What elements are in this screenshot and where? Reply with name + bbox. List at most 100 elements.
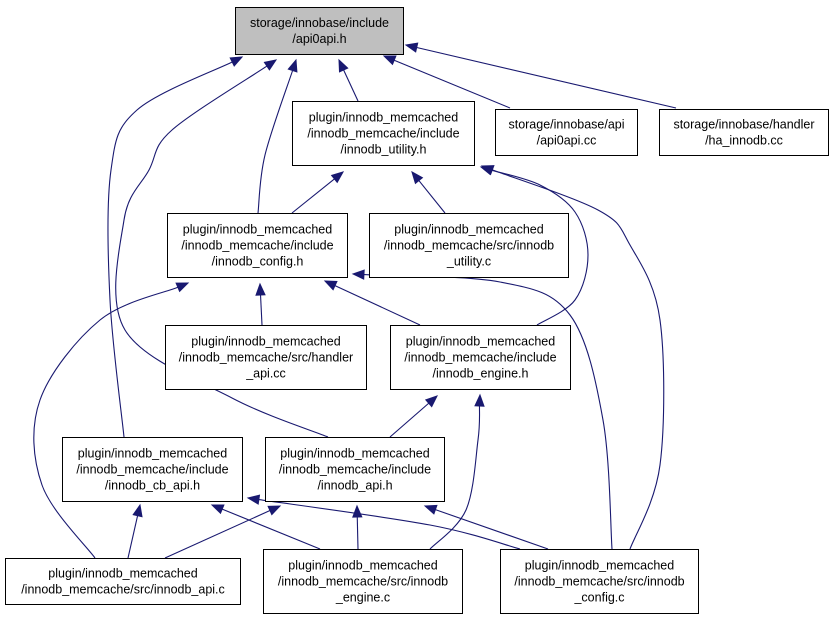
- edge-line: [127, 515, 139, 559]
- edge-line: [343, 69, 359, 102]
- node-label-line: /innodb_engine.h: [433, 367, 529, 381]
- node-label-line: /innodb_memcache/include: [181, 239, 333, 253]
- edge-innodb_api_h-to-api0api_h: [115, 59, 329, 438]
- node-box[interactable]: [495, 109, 638, 156]
- edge-line: [164, 510, 271, 559]
- node-box[interactable]: [369, 213, 569, 278]
- edge-innodb_config_c-to-innodb_utility_h: [480, 165, 665, 550]
- edge-line: [356, 516, 359, 550]
- arrowhead-icon: [267, 505, 282, 516]
- edge-innodb_engine_c-to-innodb_api_h: [352, 504, 363, 550]
- arrowhead-icon: [287, 58, 298, 73]
- node-innodb-cb-api-h[interactable]: plugin/innodb_memcached/innodb_memcache/…: [62, 437, 243, 502]
- edge-innodb_utility_c-to-innodb_utility_h: [411, 170, 446, 214]
- node-box[interactable]: [265, 437, 445, 502]
- node-label-line: storage/innobase/api: [508, 118, 624, 132]
- node-label-line: /api0api.h: [292, 32, 346, 46]
- node-innodb-utility-c[interactable]: plugin/innodb_memcached/innodb_memcache/…: [369, 213, 569, 278]
- edge-innodb_cb_api_h-to-api0api_h: [107, 56, 244, 438]
- node-label-line: _utility.c: [446, 255, 491, 269]
- edges-layer: [33, 42, 677, 559]
- edge-innodb_engine_c-to-innodb_cb_api_h: [210, 504, 321, 550]
- node-label-line: /innodb_utility.h: [341, 143, 427, 157]
- edge-innodb_api_c-to-innodb_api_h: [164, 505, 282, 559]
- edge-innodb_api_c-to-innodb_cb_api_h: [127, 503, 143, 559]
- node-box[interactable]: [292, 101, 475, 166]
- edge-innodb_api_c-to-innodb_config_h: [33, 282, 190, 559]
- node-label-line: storage/innobase/include: [250, 16, 389, 30]
- node-innodb-api-h[interactable]: plugin/innodb_memcached/innodb_memcache/…: [265, 437, 445, 502]
- arrowhead-icon: [330, 171, 345, 184]
- node-label-line: _api.cc: [245, 367, 286, 381]
- node-label-line: storage/innobase/handler: [673, 118, 814, 132]
- node-api0api-h[interactable]: storage/innobase/include/api0api.h: [235, 7, 404, 55]
- node-label-line: /innodb_memcache/include: [404, 351, 556, 365]
- node-innodb-engine-h[interactable]: plugin/innodb_memcached/innodb_memcache/…: [390, 325, 571, 390]
- edge-ha_innodb_cc-to-api0api_h: [404, 42, 677, 109]
- node-label-line: _engine.c: [335, 591, 390, 605]
- edge-line: [389, 402, 430, 438]
- edge-line: [334, 285, 421, 326]
- node-label-line: /innodb_memcache/src/innodb_api.c: [21, 583, 225, 597]
- node-innodb-utility-h[interactable]: plugin/innodb_memcached/innodb_memcache/…: [292, 101, 475, 166]
- arrowhead-icon: [263, 59, 278, 71]
- edge-line: [491, 169, 589, 326]
- arrowhead-icon: [132, 503, 143, 518]
- node-ha-innodb-cc[interactable]: storage/innobase/handler/ha_innodb.cc: [659, 109, 829, 156]
- node-label-line: plugin/innodb_memcached: [191, 335, 340, 349]
- node-label-line: plugin/innodb_memcached: [78, 447, 227, 461]
- edge-innodb_config_c-to-innodb_api_h: [423, 504, 549, 550]
- arrowhead-icon: [382, 55, 397, 66]
- edge-line: [258, 499, 521, 550]
- arrowhead-icon: [255, 282, 266, 296]
- node-api0api-cc[interactable]: storage/innobase/api/api0api.cc: [495, 109, 638, 156]
- edge-line: [33, 286, 179, 559]
- edge-innodb_config_h-to-innodb_utility_h: [291, 171, 345, 214]
- node-label-line: plugin/innodb_memcached: [525, 559, 674, 573]
- node-box[interactable]: [165, 325, 367, 390]
- edge-line: [115, 65, 329, 438]
- edge-line: [418, 180, 446, 214]
- arrowhead-icon: [474, 393, 485, 407]
- node-handler-api-cc[interactable]: plugin/innodb_memcached/innodb_memcache/…: [165, 325, 367, 390]
- edge-api0api_cc-to-api0api_h: [382, 55, 511, 109]
- arrowhead-icon: [323, 280, 338, 291]
- edge-line: [221, 508, 321, 550]
- node-label-line: plugin/innodb_memcached: [309, 111, 458, 125]
- edge-innodb_config_c-to-innodb_cb_api_h: [246, 494, 521, 550]
- node-box[interactable]: [659, 109, 829, 156]
- node-box[interactable]: [390, 325, 571, 390]
- node-innodb-config-c[interactable]: plugin/innodb_memcached/innodb_memcache/…: [500, 549, 699, 614]
- node-innodb-engine-c[interactable]: plugin/innodb_memcached/innodb_memcache/…: [263, 549, 463, 614]
- edge-handler_api_cc-to-innodb_config_h: [255, 282, 266, 326]
- edge-innodb_api_h-to-innodb_engine_h: [389, 395, 438, 438]
- node-label-line: /innodb_memcache/src/handler: [179, 351, 353, 365]
- edge-innodb_engine_c-to-innodb_engine_h: [429, 393, 485, 550]
- node-box[interactable]: [500, 549, 699, 614]
- node-box[interactable]: [263, 549, 463, 614]
- node-box[interactable]: [167, 213, 348, 278]
- arrowhead-icon: [352, 504, 363, 518]
- node-innodb-config-h[interactable]: plugin/innodb_memcached/innodb_memcache/…: [167, 213, 348, 278]
- node-box[interactable]: [235, 7, 404, 55]
- node-label-line: plugin/innodb_memcached: [183, 223, 332, 237]
- node-label-line: plugin/innodb_memcached: [48, 567, 197, 581]
- arrowhead-icon: [338, 58, 349, 73]
- arrowhead-icon: [423, 504, 438, 515]
- node-box[interactable]: [62, 437, 243, 502]
- node-label-line: plugin/innodb_memcached: [394, 223, 543, 237]
- node-box[interactable]: [5, 558, 241, 605]
- nodes-layer: storage/innobase/include/api0api.h plugin…: [5, 7, 829, 614]
- edge-line: [257, 70, 294, 214]
- edge-innodb_engine_h-to-innodb_config_h: [323, 280, 421, 326]
- node-label-line: /innodb_cb_api.h: [105, 479, 200, 493]
- arrowhead-icon: [175, 282, 190, 293]
- arrowhead-icon: [246, 494, 261, 505]
- node-innodb-api-c[interactable]: plugin/innodb_memcached/innodb_memcache/…: [5, 558, 241, 605]
- node-label-line: _config.c: [573, 591, 624, 605]
- node-label-line: /innodb_memcache/src/innodb: [278, 575, 448, 589]
- arrowhead-icon: [351, 269, 365, 280]
- node-label-line: plugin/innodb_memcached: [406, 335, 555, 349]
- node-label-line: /innodb_memcache/include: [279, 463, 431, 477]
